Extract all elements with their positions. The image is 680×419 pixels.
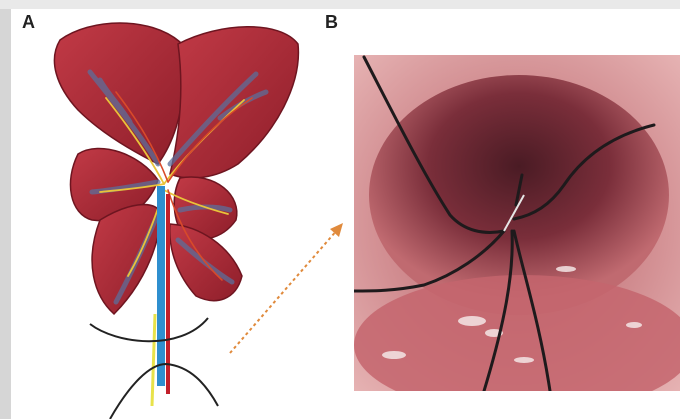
left-edge-bar [0, 0, 11, 419]
upper-outline-curve [90, 318, 208, 341]
lobe-top-right [170, 27, 298, 178]
bile-duct-trunk [152, 314, 155, 406]
endoscopic-photo [354, 55, 680, 391]
lobe-bottom-left [92, 205, 162, 314]
panel-b-label: B [325, 13, 338, 31]
dotted-connector-arrow [222, 215, 352, 360]
top-edge-bar [0, 0, 680, 9]
lobe-top-left [54, 23, 183, 164]
portal-vein-trunk [157, 186, 165, 386]
